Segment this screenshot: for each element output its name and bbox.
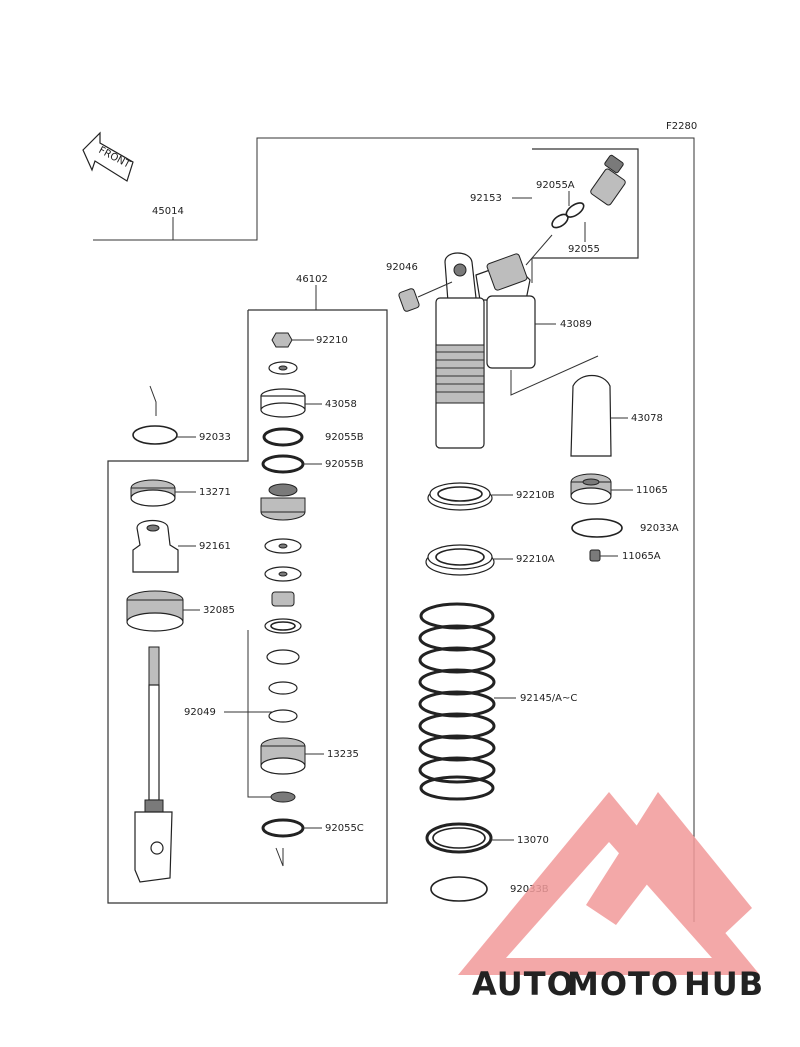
label-45014: 45014 — [152, 206, 184, 217]
label-92210B: 92210B — [516, 490, 555, 501]
label-13070: 13070 — [517, 835, 549, 846]
automotohub-logo — [458, 792, 760, 975]
bump-rubber-92161 — [132, 519, 179, 573]
label-92046: 92046 — [386, 262, 418, 273]
label-92210: 92210 — [316, 335, 348, 346]
label-11065A: 11065A — [622, 551, 661, 562]
bladder — [570, 374, 612, 457]
label-92055C: 92055C — [325, 823, 364, 834]
reservoir-end-cap — [570, 473, 612, 505]
reservoir-cap — [590, 154, 626, 206]
label-43058: 43058 — [325, 399, 357, 410]
seal-cap-13271 — [130, 479, 176, 507]
label-43078: 43078 — [631, 413, 663, 424]
label-46102: 46102 — [296, 274, 328, 285]
label-13271: 13271 — [199, 487, 231, 498]
label-92145: 92145/A~C — [520, 693, 577, 704]
label-13235: 13235 — [327, 749, 359, 760]
label-92033: 92033 — [199, 432, 231, 443]
label-92161: 92161 — [199, 541, 231, 552]
bump-piston-13235 — [260, 737, 306, 775]
cover-32085 — [126, 590, 184, 632]
front-arrow-icon: FRONT — [82, 131, 134, 182]
label-92153: 92153 — [470, 193, 502, 204]
watermark-part2: MOTO — [567, 965, 679, 1003]
watermark-part3: HUB — [684, 965, 764, 1003]
watermark-part1: AUTO — [472, 965, 575, 1003]
label-92055A: 92055A — [536, 180, 575, 191]
reservoir-tube — [486, 295, 536, 369]
damper-rod — [134, 646, 173, 883]
figure-code: F2280 — [666, 121, 697, 132]
label-43089: 43089 — [560, 319, 592, 330]
lock-nut-92210A — [425, 544, 495, 576]
label-92049: 92049 — [184, 707, 216, 718]
lock-nut-92210B — [427, 482, 493, 511]
label-92033A: 92033A — [640, 523, 679, 534]
label-11065: 11065 — [636, 485, 668, 496]
coil-spring — [418, 602, 496, 801]
piston-seal-head — [260, 483, 306, 521]
label-92210A: 92210A — [516, 554, 555, 565]
bushing-43058 — [260, 388, 306, 418]
label-32085: 32085 — [203, 605, 235, 616]
bushing-92046 — [398, 288, 420, 312]
label-92055B-1: 92055B — [325, 432, 364, 443]
label-92055B-2: 92055B — [325, 459, 364, 470]
leader-45014 — [93, 137, 695, 922]
label-92055: 92055 — [568, 244, 600, 255]
shock-body — [435, 252, 531, 449]
